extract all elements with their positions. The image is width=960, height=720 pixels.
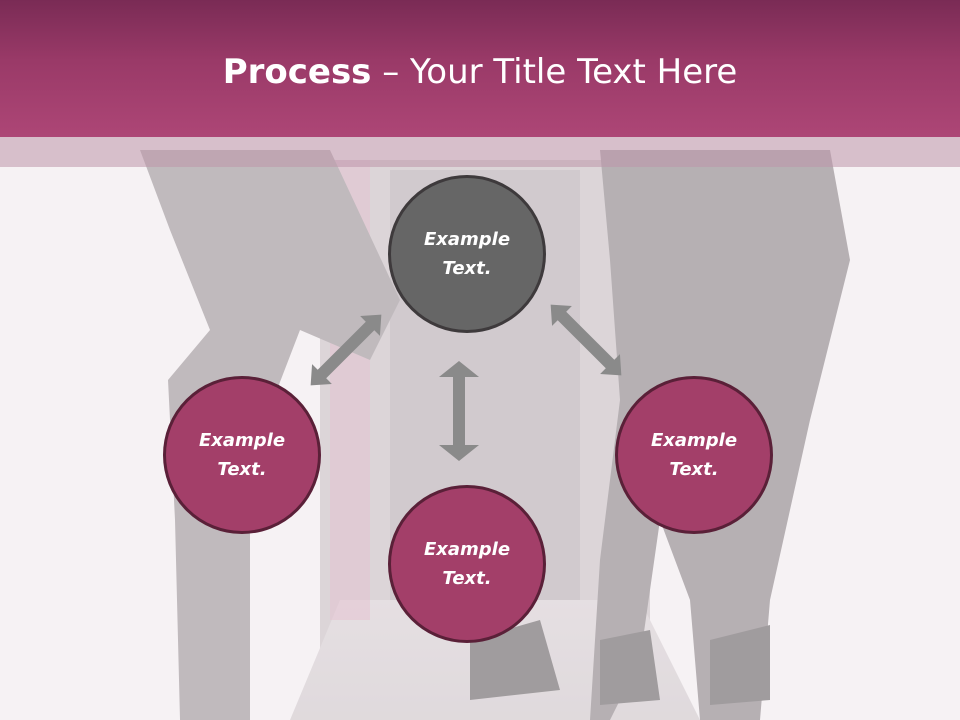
title-band (0, 137, 960, 167)
node-right[interactable]: Example Text. (615, 376, 773, 534)
double-arrow-top-right (550, 304, 622, 376)
node-bottom[interactable]: Example Text. (388, 485, 546, 643)
title-rest: – Your Title Text Here (371, 52, 738, 92)
node-top[interactable]: Example Text. (388, 175, 546, 333)
double-arrow-vertical (439, 361, 479, 461)
double-arrow-top-left (310, 314, 382, 386)
title-bar (0, 0, 960, 137)
slide-title: Process – Your Title Text Here (0, 52, 960, 92)
title-bold: Process (222, 52, 372, 92)
node-left[interactable]: Example Text. (163, 376, 321, 534)
